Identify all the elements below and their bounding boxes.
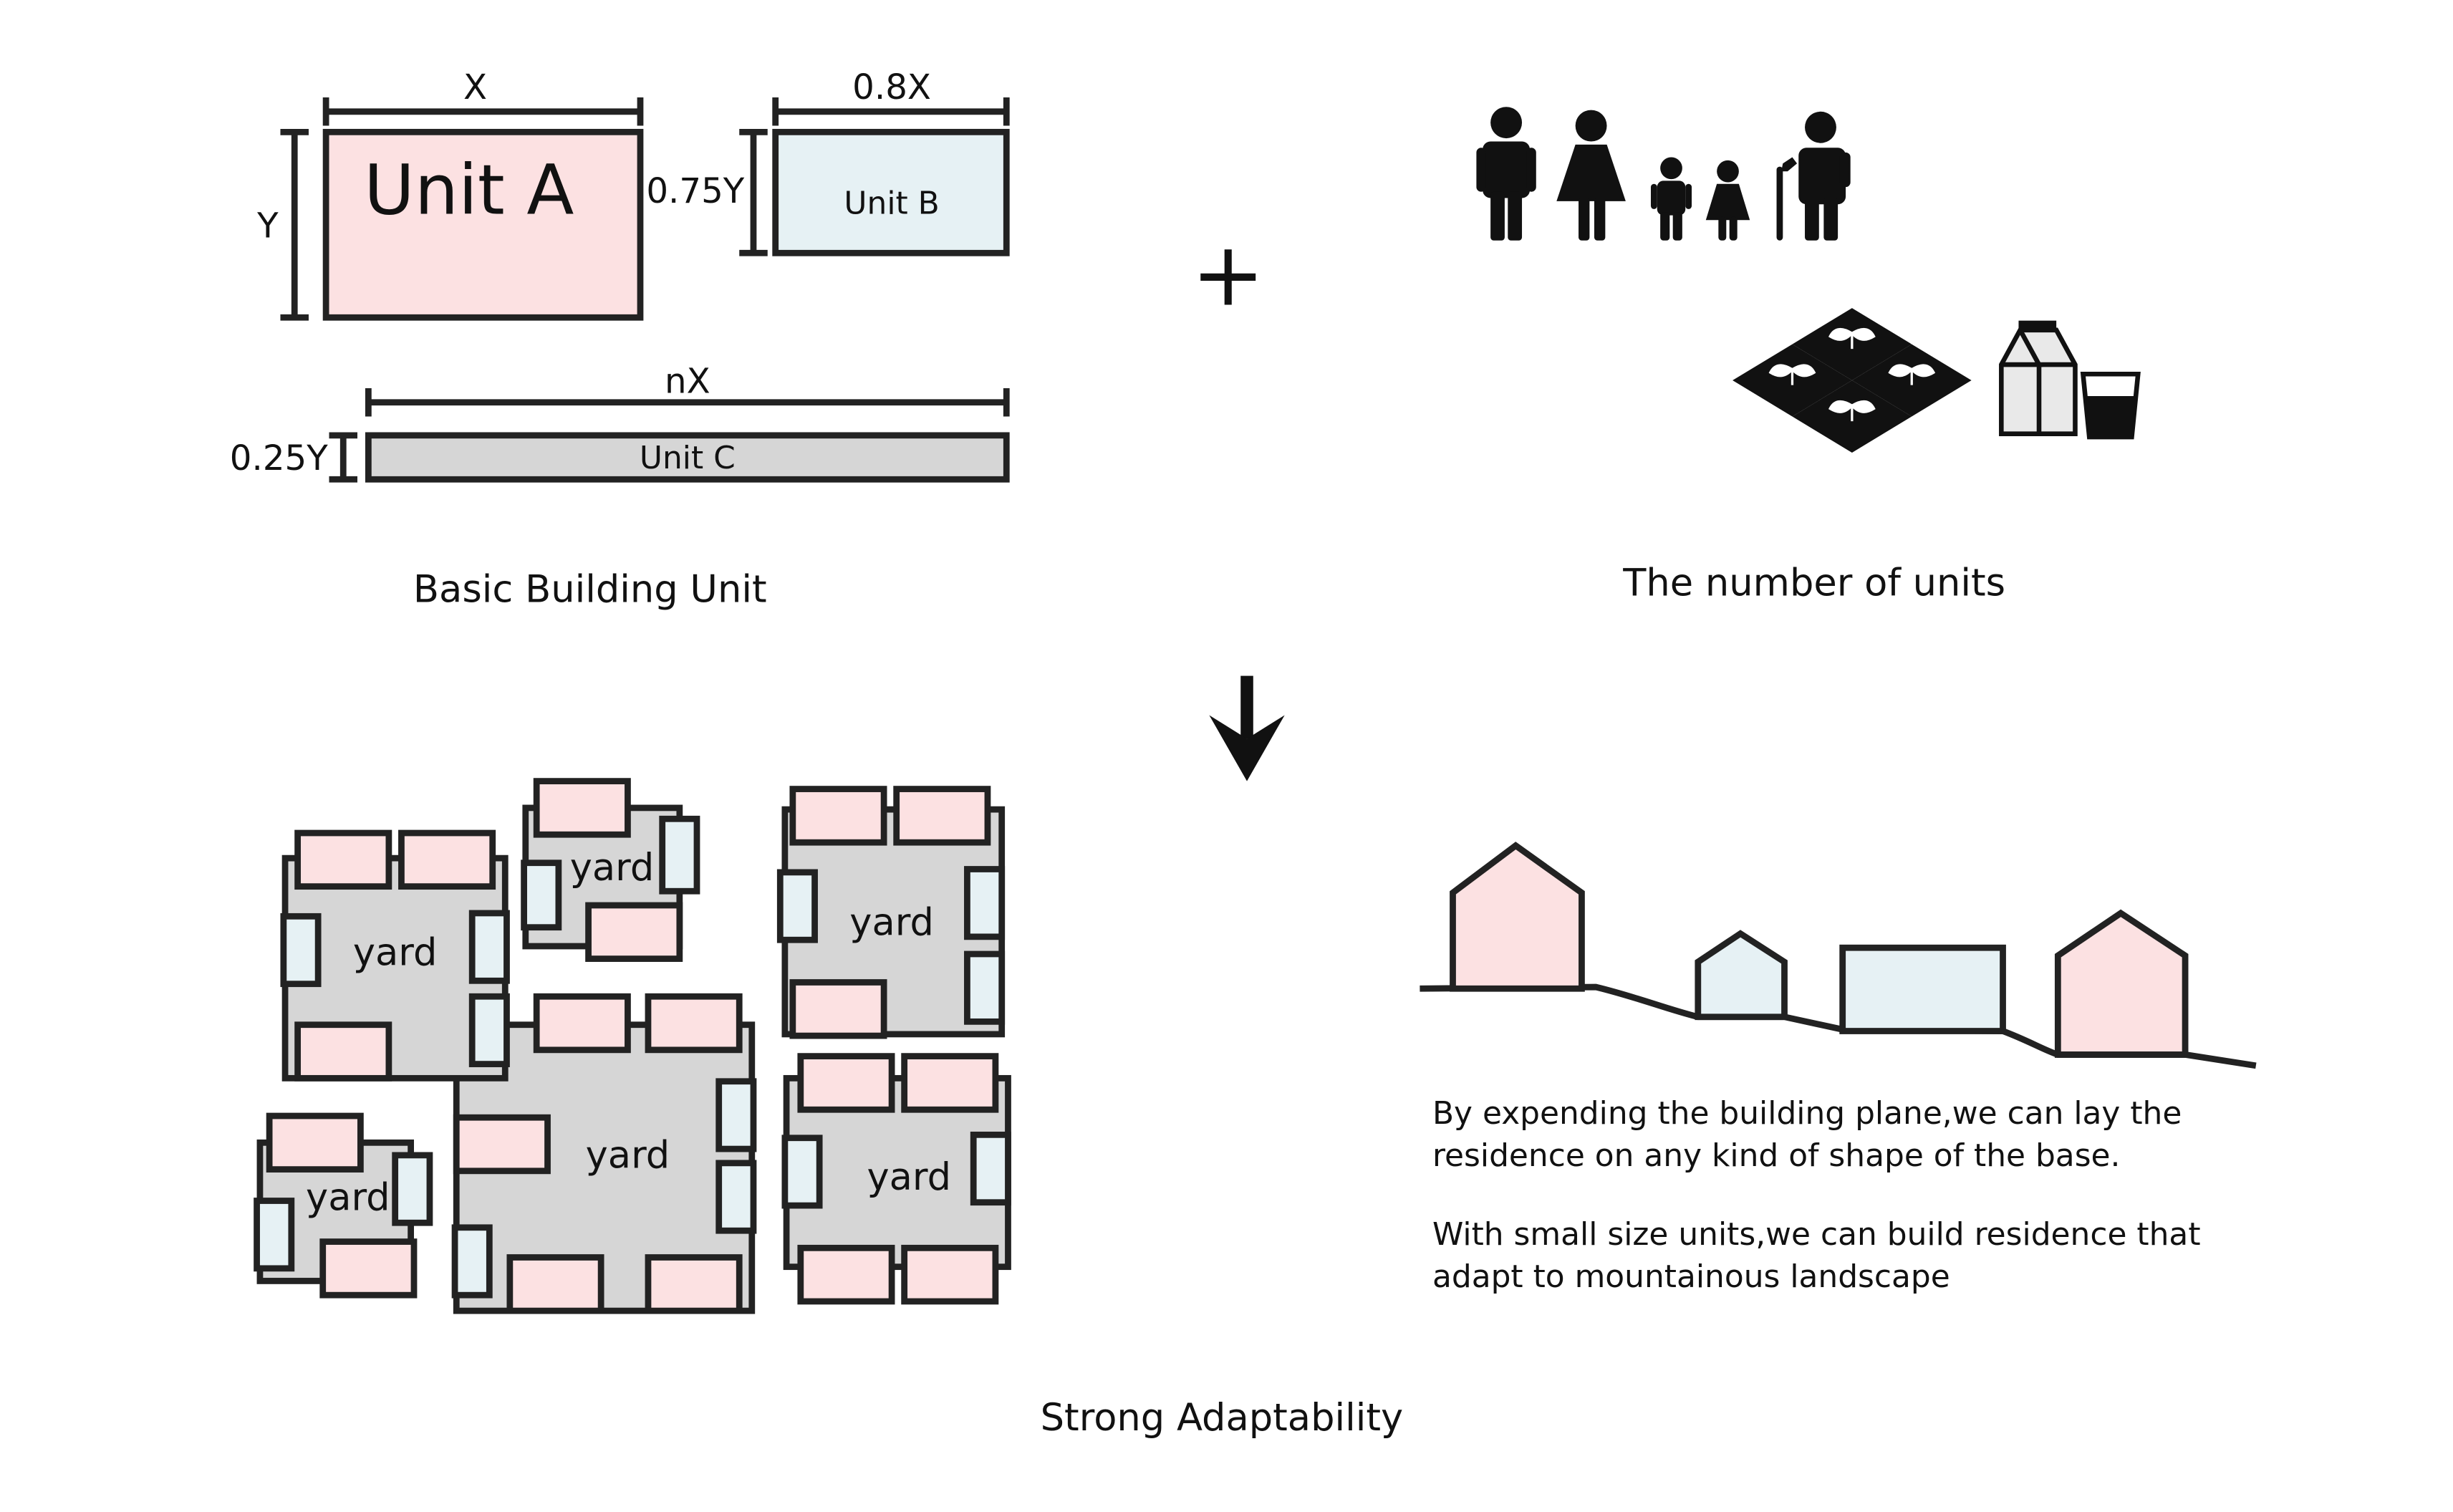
unit-b-rect [772, 128, 1010, 256]
unit-b-width-label: 0.8X [852, 67, 931, 107]
cluster-2-unit-a [533, 778, 631, 838]
cluster-5-unit-a [645, 993, 743, 1054]
man-icon [1476, 107, 1536, 241]
cluster-6-yard-label: yard [867, 1155, 951, 1199]
cluster-1-unit-a [294, 829, 392, 890]
basic-building-unit-panel: Unit A X Y Unit B 0.8X 0.75Y [230, 67, 1010, 611]
house-2 [1695, 930, 1788, 1021]
cluster-3-unit-b [776, 869, 818, 943]
unit-a-height-label: Y [256, 206, 279, 246]
milk-carton-icon [1999, 320, 2078, 436]
cluster-3-yard-label: yard [849, 901, 934, 945]
house-1 [1450, 842, 1585, 992]
cluster-2-yard-label: yard [570, 846, 655, 890]
unit-b-height-label: 0.75Y [646, 171, 744, 211]
cluster-6-unit-b [970, 1131, 1011, 1206]
boy-icon [1650, 157, 1692, 241]
woman-icon [1556, 110, 1626, 241]
elderly-icon [1776, 111, 1851, 241]
unit-b-height-dimension [739, 128, 768, 256]
unit-c-height-dimension [329, 432, 358, 483]
cluster-5-unit-a [533, 993, 631, 1054]
cluster-3-unit-a [789, 979, 887, 1039]
cluster-3-unit-a [893, 786, 991, 846]
cluster-4-unit-a [319, 1238, 418, 1299]
unit-a-label: Unit A [364, 149, 574, 230]
cluster-2-unit-b [521, 859, 562, 931]
basic-building-unit-title: Basic Building Unit [413, 567, 767, 611]
cluster-5-unit-b [715, 1160, 757, 1234]
unit-c-width-dimension [365, 388, 1010, 417]
number-of-units-title: The number of units [1622, 562, 2005, 605]
paragraph-1-line-1: By expending the building plane,we can l… [1432, 1095, 2182, 1132]
cluster-6-unit-a [901, 1053, 999, 1113]
cluster-3-unit-b [964, 950, 1006, 1025]
cluster-1-unit-b [468, 993, 510, 1067]
unit-a-height-dimension [280, 128, 309, 321]
cluster-4-unit-b [254, 1198, 295, 1272]
courtyard-clusters-panel: yard yard yard yard yard yard [254, 778, 1011, 1314]
cluster-6-unit-a [797, 1053, 895, 1113]
unit-a-width-dimension [322, 97, 644, 126]
arrow-down-icon [1209, 675, 1285, 781]
glass-icon [2080, 371, 2141, 440]
unit-b-label: Unit B [844, 185, 939, 221]
cluster-5-unit-a [453, 1114, 551, 1175]
unit-c-label: Unit C [640, 440, 736, 476]
girl-icon [1705, 160, 1750, 241]
paragraph-2-line-1: With small size units,we can build resid… [1432, 1216, 2201, 1253]
unit-b-width-dimension [772, 97, 1010, 126]
house-3 [1839, 944, 2006, 1034]
unit-c-rect [365, 432, 1010, 483]
number-of-units-panel: The number of units [1476, 107, 2141, 605]
cluster-5-unit-a [645, 1254, 743, 1314]
cluster-3-unit-a [789, 786, 887, 846]
cluster-6-unit-b [781, 1135, 823, 1209]
cluster-2-unit-a [585, 902, 683, 962]
cluster-4-yard-label: yard [306, 1176, 390, 1220]
cluster-1-unit-b [468, 910, 510, 984]
cluster-6-unit-a [901, 1244, 999, 1305]
cluster-6-unit-a [797, 1244, 895, 1305]
house-4 [2054, 909, 2189, 1058]
unit-a-width-label: X [463, 67, 487, 107]
cluster-3-unit-b [964, 866, 1006, 940]
cluster-5-yard-label: yard [586, 1133, 670, 1177]
farmland-icon [1732, 308, 1972, 453]
strong-adaptability-title: Strong Adaptability [1041, 1396, 1404, 1440]
cluster-1-yard-label: yard [353, 930, 438, 974]
cluster-5-unit-b [451, 1224, 493, 1299]
cluster-5-unit-a [506, 1254, 604, 1314]
paragraph-1-line-2: residence on any kind of shape of the ba… [1432, 1137, 2121, 1174]
cluster-2-unit-b [659, 815, 700, 895]
landscape-section: By expending the building plane,we can l… [1420, 842, 2257, 1295]
cluster-1-unit-a [398, 829, 496, 890]
unit-c-height-label: 0.25Y [230, 438, 328, 478]
cluster-5-unit-b [715, 1078, 757, 1152]
plus-operator: + [1191, 223, 1265, 326]
cluster-4-unit-a [266, 1112, 364, 1173]
unit-c-width-label: nX [665, 362, 710, 402]
paragraph-2-line-2: adapt to mountainous landscape [1432, 1258, 1950, 1295]
cluster-1-unit-b [280, 913, 322, 988]
unit-a-rect [322, 128, 644, 321]
cluster-4-unit-b [392, 1152, 433, 1226]
cluster-1-unit-a [294, 1021, 392, 1082]
